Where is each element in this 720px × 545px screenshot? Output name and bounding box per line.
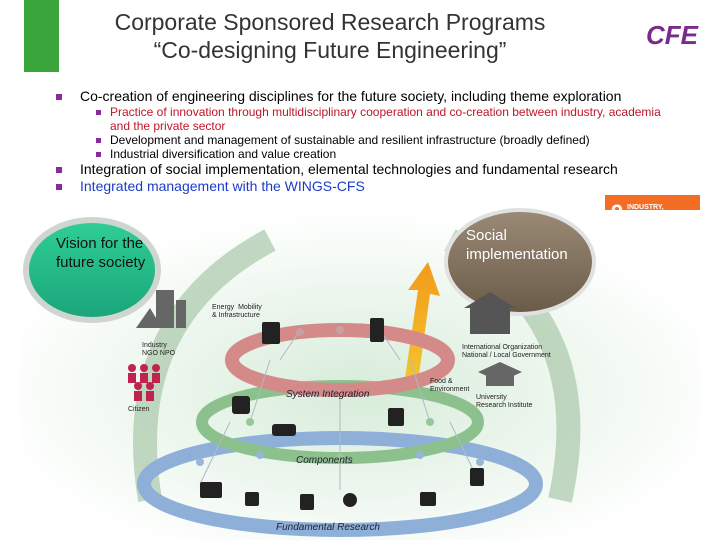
- bullet-integration: Integration of social implementation, el…: [54, 161, 674, 178]
- subbullet-infrastructure: Development and management of sustainabl…: [54, 133, 674, 147]
- bullet-list: Co-creation of engineering disciplines f…: [54, 88, 674, 195]
- ring-icons: [200, 318, 484, 510]
- vision-label: Vision for the future society: [56, 235, 146, 271]
- bullet-wings-cfs: Integrated management with the WINGS-CFS: [54, 178, 674, 195]
- bullet-cocreation: Co-creation of engineering disciplines f…: [54, 88, 674, 105]
- slide-title: Corporate Sponsored Research Programs “C…: [60, 8, 600, 64]
- food-label: Food & Environment: [430, 378, 470, 393]
- citizen-icon: [128, 364, 160, 401]
- title-line-1: Corporate Sponsored Research Programs: [114, 9, 546, 35]
- social-label: Social implementation: [466, 227, 568, 263]
- university-label: University Research Institute: [476, 394, 533, 409]
- industry-label: Industry NGO NPO: [142, 342, 176, 357]
- fundamental-label: Fundamental Research: [276, 522, 380, 533]
- intl-label: International Organization National / Lo…: [462, 344, 551, 359]
- citizen-label: Citizen: [128, 406, 150, 413]
- research-diagram: Vision for the future society Social imp…: [0, 200, 720, 540]
- diagram-graphics: [20, 208, 700, 540]
- subbullet-innovation: Practice of innovation through multidisc…: [54, 105, 674, 133]
- system-integration-label: System Integration: [286, 389, 370, 400]
- vision-oval: [23, 217, 161, 323]
- left-arc: [133, 229, 276, 502]
- university-icon: [478, 362, 522, 386]
- accent-bar: [24, 0, 59, 72]
- upward-arrow: [405, 262, 440, 382]
- components-label: Components: [296, 455, 353, 466]
- government-icon: [464, 292, 516, 334]
- subbullet-diversification: Industrial diversification and value cre…: [54, 147, 674, 161]
- energy-label: Energy Mobility & Infrastructure: [212, 304, 262, 319]
- title-line-2: “Co-designing Future Engineering”: [153, 37, 507, 63]
- social-oval: [444, 208, 596, 316]
- industry-icon: [136, 290, 186, 328]
- cfe-logo: CFE: [646, 20, 698, 50]
